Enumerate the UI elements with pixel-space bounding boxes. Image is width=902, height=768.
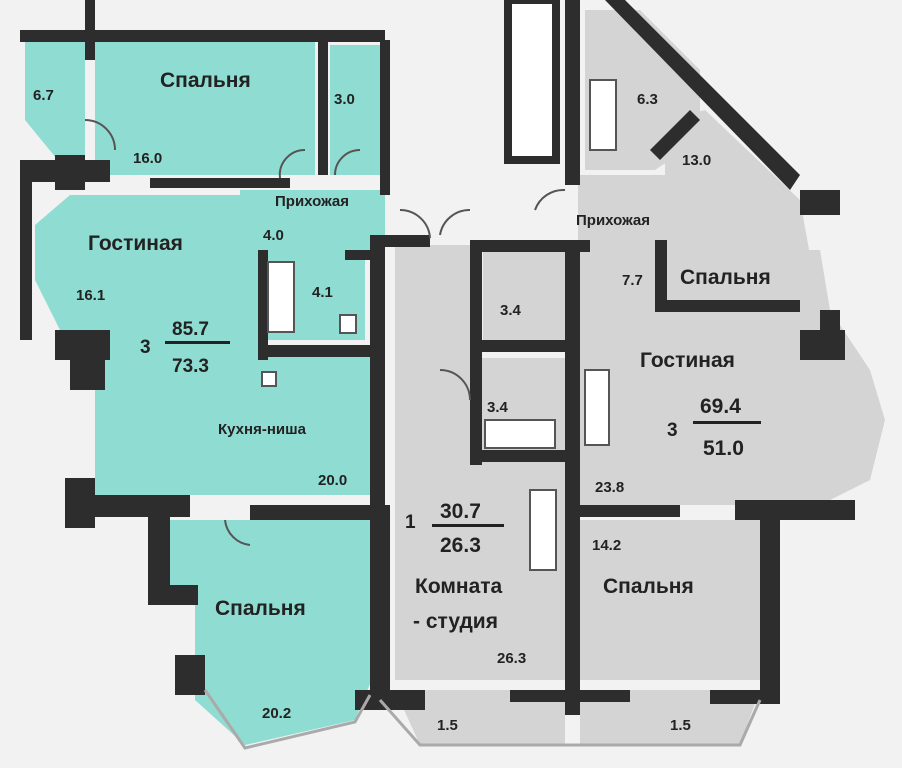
bedroom-top-area: 16.0 (133, 150, 162, 167)
bathtub-left (267, 261, 295, 333)
apt-right-total: 69.4 (700, 395, 741, 418)
living-room (35, 195, 260, 345)
right-bedroom-bottom (580, 520, 760, 680)
apt-right-living: 51.0 (703, 437, 744, 460)
bedroom-bottom-area: 20.2 (262, 705, 291, 722)
studio-balcony-area: 1.5 (437, 717, 458, 734)
bath-area: 4.1 (312, 284, 333, 301)
living-area: 16.1 (76, 287, 105, 304)
right-hallway (578, 175, 668, 255)
right-bath-area: 6.3 (637, 91, 658, 108)
apt-studio-total: 30.7 (440, 500, 481, 523)
bedroom-top-name: Спальня (160, 69, 251, 92)
stair-well (504, 0, 560, 164)
balcony-top-left (25, 40, 85, 175)
living-name: Гостиная (88, 232, 183, 255)
right-bedroom-top-area: 13.0 (682, 152, 711, 169)
kitchen-name: Кухня-ниша (218, 421, 307, 438)
fixtures (261, 79, 617, 571)
apt-right-fraction-bar (693, 421, 761, 424)
right-living (580, 250, 885, 505)
studio-name-line1: Комната (415, 575, 503, 598)
right-balcony-area: 1.5 (670, 717, 691, 734)
studio-bath-area: 3.4 (487, 399, 509, 416)
apt-left-rooms: 3 (140, 337, 151, 358)
right-hallway-name: Прихожая (576, 212, 650, 229)
right-bedroom-top-name: Спальня (680, 266, 771, 289)
kitchen-counter (584, 369, 610, 446)
kitchen-room (95, 345, 380, 495)
balcony-top-area: 6.7 (33, 87, 54, 104)
bay-outline-left (203, 689, 372, 750)
studio-closet (483, 250, 573, 345)
apartment-left-fill (25, 40, 385, 745)
studio-counter (529, 489, 557, 571)
closet-room (330, 45, 380, 175)
bedroom-top-room (95, 40, 315, 175)
right-living-area: 23.8 (595, 479, 624, 496)
kitchen-area: 20.0 (318, 472, 347, 489)
studio-closet-area: 3.4 (500, 302, 522, 319)
bay-outline-bottom (378, 699, 762, 747)
bedroom-bottom-room (170, 520, 380, 745)
door-arcs (84, 119, 566, 546)
hallway-room (240, 190, 385, 260)
apartment-gray-fill (395, 10, 885, 745)
hallway-area: 4.0 (263, 227, 284, 244)
apt-right-rooms: 3 (667, 420, 678, 441)
bedroom-bottom-name: Спальня (215, 597, 306, 620)
bathtub-right (589, 79, 617, 151)
apt-studio-living: 26.3 (440, 534, 481, 557)
studio-room (395, 245, 570, 680)
stove-left (261, 371, 277, 387)
studio-room-area: 26.3 (497, 650, 526, 667)
apt-studio-fraction-bar (432, 524, 504, 527)
apt-studio-rooms: 1 (405, 512, 416, 533)
closet-area: 3.0 (334, 91, 355, 108)
right-bedroom-bottom-name: Спальня (603, 575, 694, 598)
bathtub-studio (484, 419, 556, 449)
apt-left-living: 73.3 (172, 356, 209, 377)
apt-left-fraction-bar (165, 341, 230, 344)
apt-left-total: 85.7 (172, 319, 209, 340)
right-living-name: Гостиная (640, 349, 735, 372)
right-bedroom-top (665, 110, 820, 310)
sink-left (339, 314, 357, 334)
studio-name-line2: - студия (413, 610, 498, 633)
studio-balcony (395, 690, 565, 745)
walls (20, 0, 855, 715)
hallway-name: Прихожая (275, 193, 349, 210)
right-bedroom-bottom-area: 14.2 (592, 537, 621, 554)
right-hallway-area: 7.7 (622, 272, 643, 289)
